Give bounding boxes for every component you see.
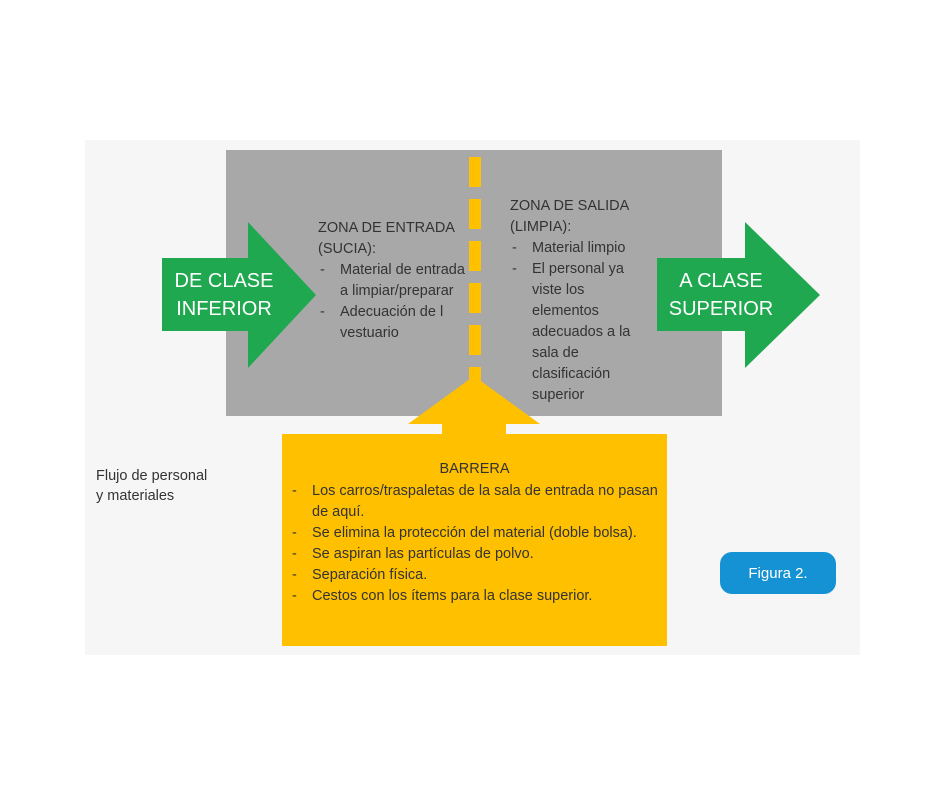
exit-zone-title-line1: ZONA DE SALIDA bbox=[510, 198, 630, 214]
flow-label-line2: y materiales bbox=[96, 488, 175, 504]
entry-zone-list: Material de entrada a limpiar/preparar A… bbox=[318, 260, 466, 344]
barrier-item: Cestos con los ítems para la clase super… bbox=[290, 586, 660, 607]
barrier-up-arrow-shape bbox=[408, 376, 540, 436]
entry-zone-title-line1: ZONA DE ENTRADA bbox=[318, 220, 455, 236]
barrier-item: Se aspiran las partículas de polvo. bbox=[290, 544, 660, 565]
barrier-title: BARRERA bbox=[439, 461, 510, 477]
right-arrow-line2: SUPERIOR bbox=[668, 298, 774, 320]
entry-zone-item: Adecuación de l vestuario bbox=[318, 302, 466, 344]
entry-zone-text: ZONA DE ENTRADA (SUCIA): Material de ent… bbox=[318, 218, 466, 344]
left-arrow-line2: INFERIOR bbox=[176, 298, 272, 320]
flow-label-line1: Flujo de personal bbox=[96, 468, 208, 484]
zone-divider-dashed-line bbox=[469, 157, 481, 387]
left-arrow-line1: DE CLASE bbox=[174, 270, 274, 292]
barrier-item: Los carros/traspaletas de la sala de ent… bbox=[290, 481, 660, 523]
left-arrow-shape bbox=[162, 222, 316, 368]
exit-zone-list: Material limpio El personal ya viste los… bbox=[510, 238, 650, 406]
figure-badge: Figura 2. bbox=[720, 552, 836, 594]
flow-label: Flujo de personal y materiales bbox=[96, 466, 236, 506]
barrier-item: Separación física. bbox=[290, 565, 660, 586]
barrier-list: Los carros/traspaletas de la sala de ent… bbox=[290, 481, 660, 607]
exit-zone-title-line2: (LIMPIA): bbox=[510, 219, 572, 235]
exit-zone-text: ZONA DE SALIDA (LIMPIA): Material limpio… bbox=[510, 196, 650, 406]
left-arrow-label: DE CLASE INFERIOR bbox=[168, 267, 280, 323]
right-arrow-shape bbox=[657, 222, 820, 368]
exit-zone-item: El personal ya viste los elementos adecu… bbox=[510, 259, 650, 406]
right-arrow-label: A CLASE SUPERIOR bbox=[663, 267, 779, 323]
entry-zone-title-line2: (SUCIA): bbox=[318, 241, 376, 257]
exit-zone-item: Material limpio bbox=[510, 238, 650, 259]
right-arrow-line1: A CLASE bbox=[679, 270, 763, 292]
entry-zone-item: Material de entrada a limpiar/preparar bbox=[318, 260, 466, 302]
barrier-item: Se elimina la protección del material (d… bbox=[290, 523, 660, 544]
